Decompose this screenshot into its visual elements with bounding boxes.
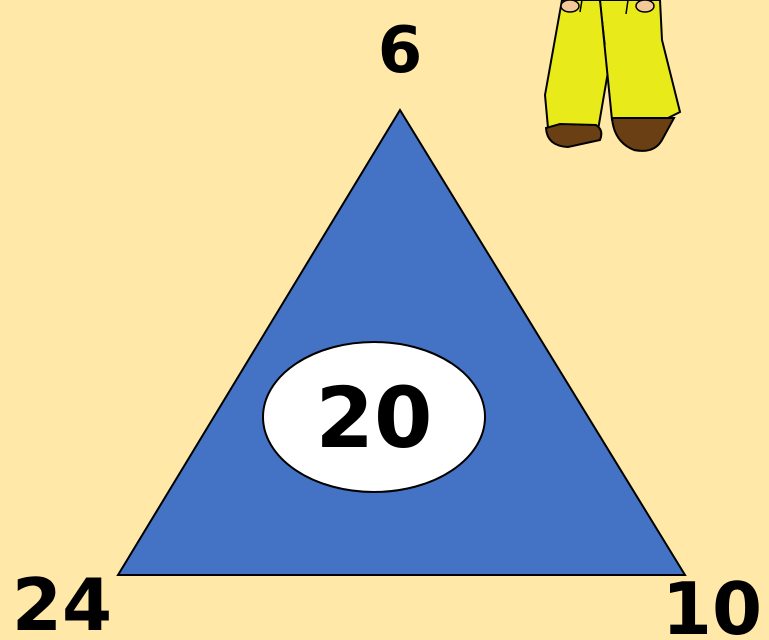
left-number: 24 <box>12 563 112 640</box>
top-number: 6 <box>378 14 423 88</box>
right-number: 10 <box>662 567 762 640</box>
center-number: 20 <box>316 369 433 467</box>
